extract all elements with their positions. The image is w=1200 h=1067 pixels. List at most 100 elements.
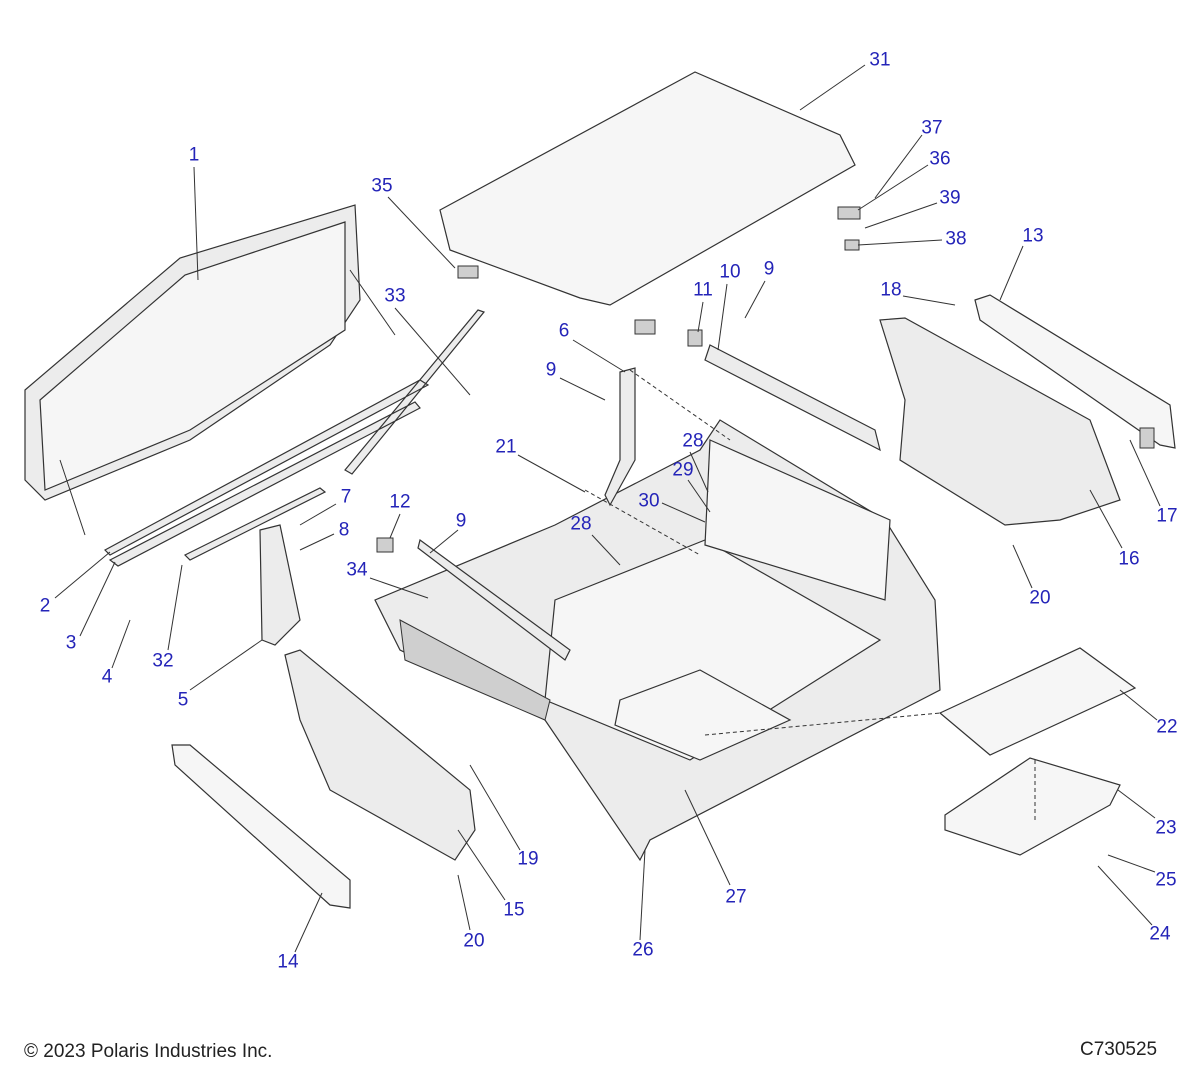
callout-25: 25	[1155, 869, 1177, 891]
bed-mat-part	[439, 71, 856, 306]
callout-10: 10	[719, 261, 741, 283]
rail-parts	[104, 309, 881, 661]
leader-line-14	[294, 892, 323, 953]
callout-9: 9	[763, 258, 775, 280]
callout-34: 34	[346, 559, 368, 581]
small-hardware-parts	[376, 206, 1155, 553]
leader-lines	[54, 64, 1161, 953]
callout-38: 38	[945, 228, 967, 250]
leader-line-12	[389, 513, 401, 539]
leader-line-9	[429, 529, 459, 554]
leader-line-4	[111, 619, 131, 669]
leader-line-20	[457, 874, 471, 931]
callout-4: 4	[101, 666, 113, 688]
cargo-box-part	[374, 419, 941, 862]
callout-19: 19	[517, 848, 539, 870]
leader-line-33	[394, 307, 471, 396]
leader-line-18	[902, 295, 956, 306]
leader-line-3	[79, 561, 116, 637]
callout-26: 26	[632, 939, 654, 961]
leader-line-38	[857, 239, 943, 246]
callout-22: 22	[1156, 716, 1178, 738]
left-side-cover-part	[171, 744, 351, 909]
leader-line-39	[864, 202, 938, 229]
access-panel-part	[938, 647, 1137, 756]
callout-11: 11	[693, 279, 713, 301]
callout-39: 39	[939, 187, 961, 209]
leader-line-8	[299, 533, 335, 551]
right-side-cover-part	[974, 294, 1176, 449]
callout-2: 2	[39, 595, 51, 617]
bracket-parts	[259, 367, 636, 646]
callout-18: 18	[880, 279, 902, 301]
leader-line-13	[999, 245, 1024, 301]
seal-part	[944, 757, 1121, 856]
callout-7: 7	[340, 486, 352, 508]
callout-9: 9	[545, 359, 557, 381]
callout-35: 35	[371, 175, 393, 197]
callout-13: 13	[1022, 225, 1044, 247]
leader-line-2	[54, 551, 111, 599]
callout-20: 20	[1029, 587, 1051, 609]
callout-21: 21	[495, 436, 517, 458]
callout-32: 32	[152, 650, 174, 672]
callout-23: 23	[1155, 817, 1177, 839]
leader-line-37	[874, 134, 923, 199]
right-side-panel-part	[879, 317, 1121, 526]
callout-30: 30	[638, 490, 660, 512]
leader-line-16	[1089, 489, 1123, 549]
callout-14: 14	[277, 951, 299, 973]
leader-line-23	[1117, 789, 1156, 819]
leader-line-7	[299, 503, 337, 526]
callout-3: 3	[65, 632, 77, 654]
leader-line-27	[684, 789, 731, 886]
leader-line-36	[857, 164, 929, 211]
callout-28: 28	[682, 430, 704, 452]
callout-24: 24	[1149, 923, 1171, 945]
callout-28: 28	[570, 513, 592, 535]
callout-27: 27	[725, 886, 747, 908]
leader-line-15	[457, 829, 506, 901]
leader-line-11	[697, 301, 704, 333]
callout-31: 31	[869, 49, 891, 71]
callout-17: 17	[1156, 505, 1178, 527]
callout-20: 20	[463, 930, 485, 952]
callout-29: 29	[672, 459, 694, 481]
callout-37: 37	[921, 117, 943, 139]
leader-line-5	[189, 639, 263, 691]
leader-line-28	[689, 451, 709, 493]
leader-line-24	[1097, 865, 1153, 926]
copyright-text: © 2023 Polaris Industries Inc.	[24, 1041, 273, 1062]
leader-line-17	[1129, 439, 1161, 507]
assembly-lines	[584, 369, 1036, 820]
callout-16: 16	[1118, 548, 1140, 570]
leader-line-20	[1012, 544, 1033, 589]
leader-line-29	[687, 479, 711, 513]
left-side-panel-part	[284, 649, 476, 861]
leader-line-25	[1107, 854, 1156, 873]
callout-36: 36	[929, 148, 951, 170]
leader-line-31	[799, 64, 866, 111]
drawing-id: C730525	[1080, 1039, 1158, 1060]
callout-12: 12	[389, 491, 411, 513]
tailgate-part	[24, 204, 396, 536]
leader-line-32	[167, 564, 183, 651]
callout-33: 33	[384, 285, 406, 307]
callout-1: 1	[188, 144, 200, 166]
callout-9: 9	[455, 510, 467, 532]
callout-8: 8	[338, 519, 350, 541]
leader-line-9	[744, 280, 766, 319]
leader-line-22	[1119, 689, 1158, 721]
leader-line-28	[591, 534, 621, 566]
leader-line-6	[572, 339, 626, 373]
leader-line-9	[559, 377, 606, 401]
callout-15: 15	[503, 899, 525, 921]
leader-line-10	[717, 283, 728, 351]
callout-5: 5	[177, 689, 189, 711]
leader-line-35	[387, 196, 456, 269]
leader-line-1	[193, 166, 199, 281]
leader-line-26	[639, 849, 646, 941]
callout-6: 6	[558, 320, 570, 342]
leader-line-21	[517, 454, 586, 493]
